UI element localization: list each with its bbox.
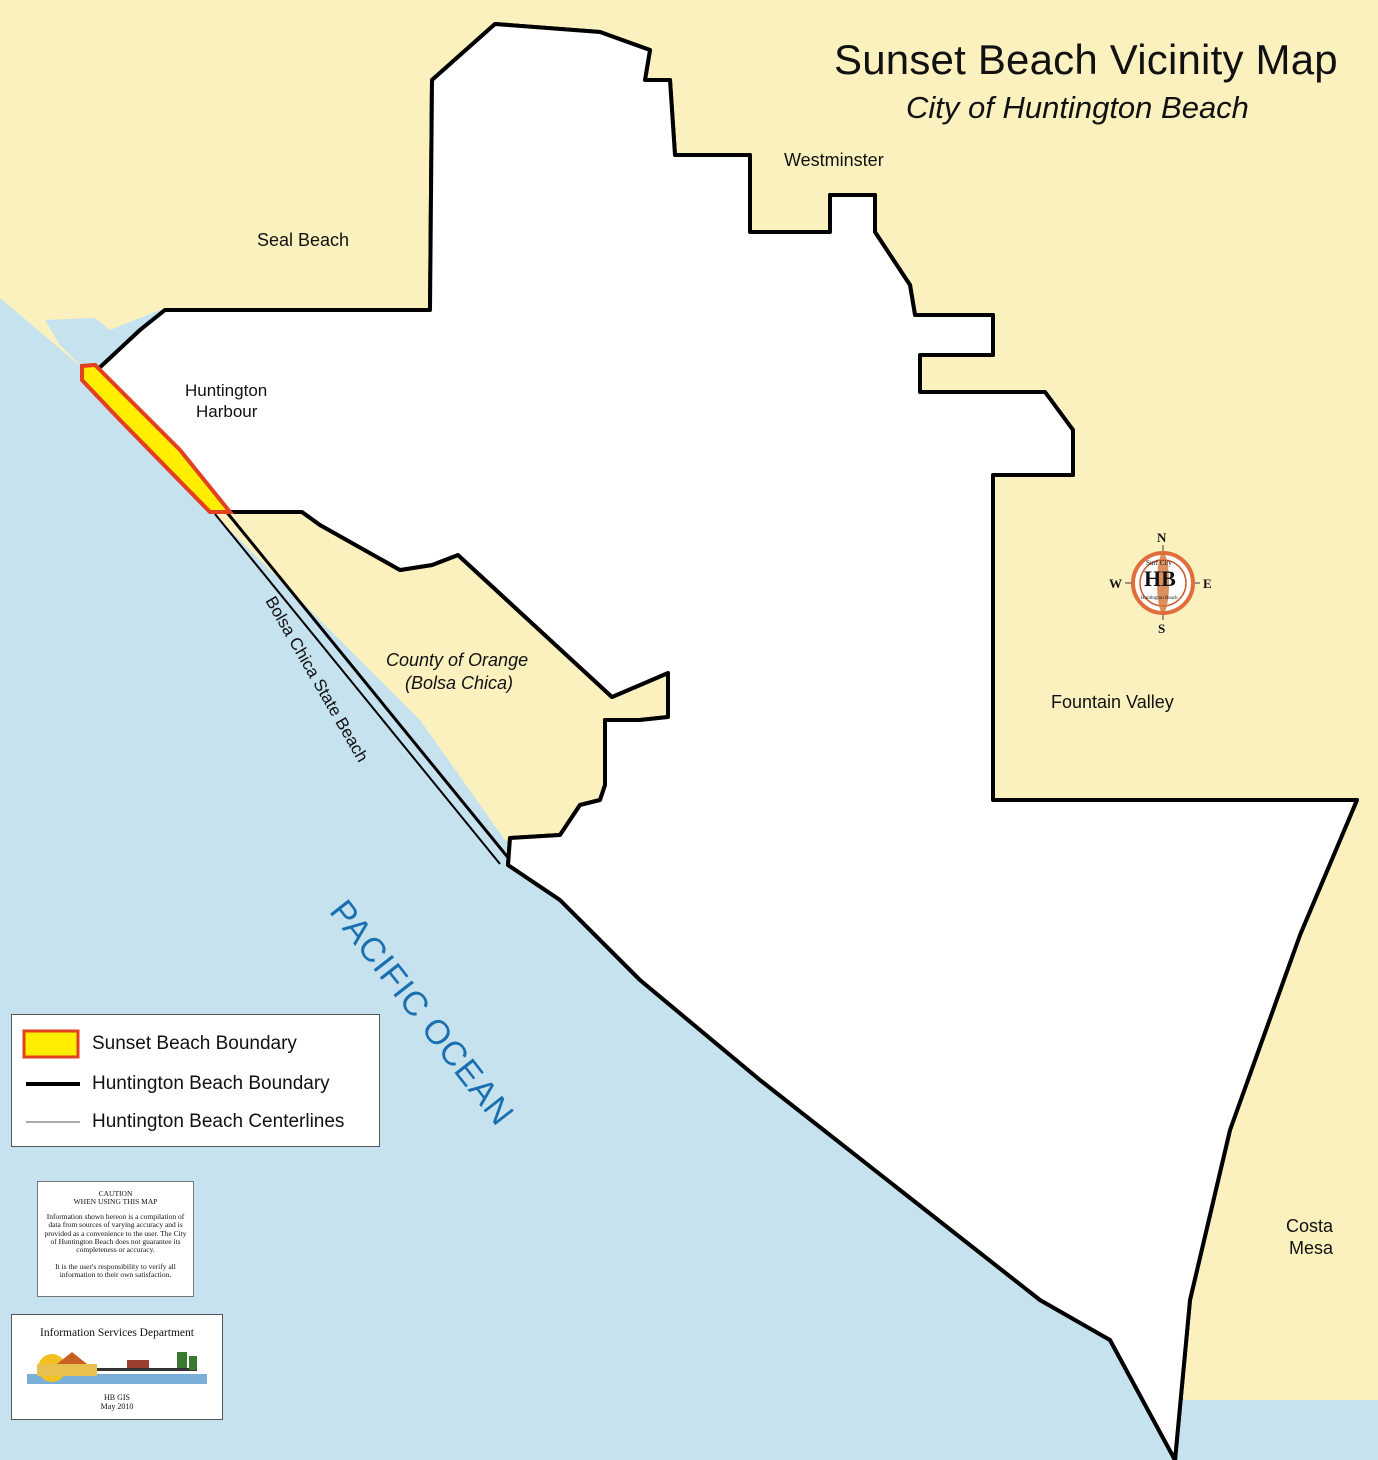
compass-rose [1125,545,1200,620]
department-name: Information Services Department [40,1327,194,1339]
credits-box: Information Services Department HB GIS M… [11,1314,223,1420]
state-beach-boundary [223,509,512,861]
label-fountain-valley: Fountain Valley [1051,692,1174,712]
caution-body-2: It is the user's responsibility to verif… [55,1261,176,1280]
state-beach-boundary-inner [214,513,501,865]
boundary-line-icon [26,1082,80,1086]
pier-logo-icon [27,1352,207,1384]
caution-box: CAUTION WHEN USING THIS MAP Information … [37,1181,194,1297]
compass-badge-center: HB [1144,566,1176,591]
compass-south: S [1158,621,1166,636]
legend-item-sunset: Sunset Beach Boundary [22,1029,372,1059]
compass-north: N [1157,530,1167,545]
pacific-ocean-water [0,298,1378,1460]
label-seal-beach: Seal Beach [257,230,350,250]
legend-item-hb-boundary: Huntington Beach Boundary [22,1069,372,1099]
legend-label-hb-boundary: Huntington Beach Boundary [92,1073,330,1094]
label-costa-mesa-line1: Costa [1286,1216,1334,1236]
compass-east: E [1203,576,1212,591]
compass-badge-top: Surf City [1146,559,1172,567]
publish-date: May 2010 [100,1402,134,1411]
legend-label-centerlines: Huntington Beach Centerlines [92,1111,345,1132]
caution-heading: CAUTION [98,1189,133,1198]
caution-subheading: WHEN USING THIS MAP [73,1197,158,1207]
label-huntington-harbour-line2: Harbour [196,402,258,421]
centerline-icon [26,1121,80,1123]
label-huntington-harbour-line1: Huntington [185,381,268,400]
label-county-of-orange: County of Orange [386,650,529,670]
map-subtitle: City of Huntington Beach [906,90,1249,125]
unit-name: HB GIS [103,1393,130,1402]
legend-label-sunset: Sunset Beach Boundary [92,1033,297,1054]
label-westminster: Westminster [784,150,884,170]
compass-west: W [1109,576,1122,591]
label-bolsa-chica: (Bolsa Chica) [405,673,514,693]
legend-item-centerlines: Huntington Beach Centerlines [22,1107,372,1137]
label-costa-mesa-line2: Mesa [1289,1238,1334,1258]
caution-body: Information shown hereon is a compilatio… [44,1211,187,1255]
sunset-swatch-icon [22,1029,80,1059]
compass-badge-bottom: Huntington Beach [1141,596,1178,601]
map-legend: Sunset Beach Boundary Huntington Beach B… [11,1014,380,1147]
map-title: Sunset Beach Vicinity Map [834,36,1338,83]
